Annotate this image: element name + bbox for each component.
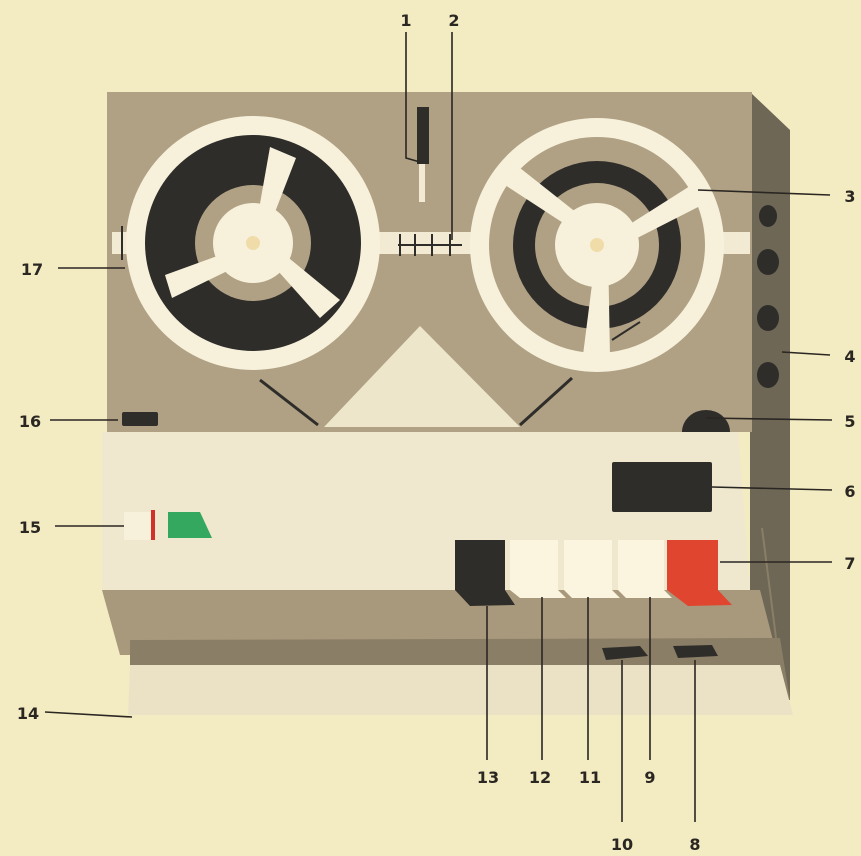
left-reel-hub (246, 236, 260, 250)
tape-guide-arm-right (518, 376, 574, 427)
callout-15: 15 (19, 518, 41, 537)
callout-1: 1 (400, 11, 411, 30)
side-control-knobs (757, 205, 779, 388)
callout-10: 10 (611, 835, 633, 854)
callout-16: 16 (19, 412, 41, 431)
callout-9: 9 (644, 768, 655, 787)
callout-7: 7 (844, 554, 855, 573)
callout-14: 14 (17, 704, 39, 723)
callout-11: 11 (579, 768, 601, 787)
side-knob[interactable] (759, 205, 777, 227)
indicator-red-line (151, 510, 155, 540)
right-reel[interactable] (470, 118, 724, 372)
callout-3: 3 (844, 187, 855, 206)
callout-5: 5 (844, 412, 855, 431)
deck-side-panel (750, 92, 790, 700)
pause-lever[interactable] (602, 646, 648, 660)
side-knob[interactable] (757, 249, 779, 275)
level-meter-needle (419, 164, 425, 202)
callout-4: 4 (844, 347, 855, 366)
tape-guide-arm-left (259, 378, 319, 427)
play-key-2[interactable] (564, 540, 620, 598)
front-base-bar (128, 665, 793, 715)
indicator-cream (124, 512, 152, 540)
speed-lever[interactable] (673, 645, 718, 658)
play-key-3[interactable] (618, 540, 672, 598)
level-meter (417, 107, 429, 164)
stop-key-black[interactable] (455, 540, 515, 606)
head-cover (324, 326, 520, 427)
front-right-edge (761, 527, 777, 639)
tape-counter-window (612, 462, 712, 512)
callout-6: 6 (844, 482, 855, 501)
indicator-green (168, 512, 212, 538)
callout-13: 13 (477, 768, 499, 787)
side-knob[interactable] (757, 305, 779, 331)
callout-12: 12 (529, 768, 551, 787)
power-switch[interactable] (122, 412, 158, 426)
side-knob[interactable] (757, 362, 779, 388)
callout-2: 2 (448, 11, 459, 30)
record-key-red[interactable] (667, 540, 732, 606)
leader-lines (44, 32, 833, 822)
callout-17: 17 (21, 260, 43, 279)
play-key-1[interactable] (510, 540, 566, 598)
transport-keys (455, 540, 732, 606)
callout-numbers: 1 2 3 4 5 6 7 8 9 10 11 12 13 14 15 16 1… (17, 11, 856, 854)
left-reel[interactable] (126, 116, 380, 370)
right-reel-hub (590, 238, 604, 252)
callout-8: 8 (689, 835, 700, 854)
volume-knob[interactable] (682, 410, 730, 432)
